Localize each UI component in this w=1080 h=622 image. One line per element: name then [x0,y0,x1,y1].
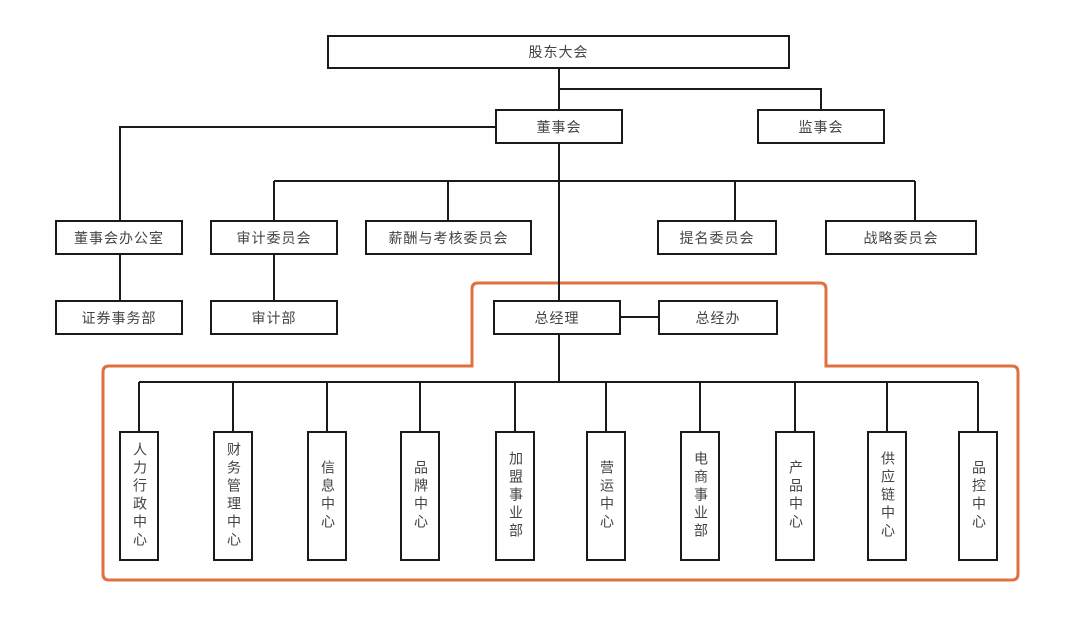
department-label: 营运中心 [598,460,614,532]
node-gm-office: 总经办 [658,300,778,335]
node-department: 电商事业部 [680,431,720,561]
node-department: 品控中心 [958,431,998,561]
node-department: 人力行政中心 [119,431,159,561]
node-department: 营运中心 [586,431,626,561]
department-label: 财务管理中心 [225,442,241,550]
department-label: 产品中心 [787,460,803,532]
node-board-office: 董事会办公室 [55,220,183,255]
node-nomination-committee: 提名委员会 [657,220,777,255]
management-highlight-outline [101,281,1020,582]
node-board: 董事会 [495,109,623,144]
node-securities-affairs-dept: 证券事务部 [55,300,183,335]
node-supervisory-board: 监事会 [757,109,885,144]
node-compensation-committee: 薪酬与考核委员会 [365,220,532,255]
node-general-manager: 总经理 [493,300,621,335]
node-department: 品牌中心 [400,431,440,561]
department-label: 供应链中心 [879,451,895,541]
department-label: 信息中心 [319,460,335,532]
node-department: 供应链中心 [867,431,907,561]
department-label: 电商事业部 [692,451,708,541]
node-department: 加盟事业部 [495,431,535,561]
node-department: 产品中心 [775,431,815,561]
node-audit-committee: 审计委员会 [210,220,338,255]
department-label: 品牌中心 [412,460,428,532]
department-label: 人力行政中心 [131,442,147,550]
node-audit-dept: 审计部 [210,300,338,335]
node-strategy-committee: 战略委员会 [825,220,977,255]
department-label: 品控中心 [970,460,986,532]
node-shareholders-meeting: 股东大会 [327,35,790,69]
edge-board-office [119,126,495,220]
node-department: 财务管理中心 [213,431,253,561]
node-department: 信息中心 [307,431,347,561]
department-label: 加盟事业部 [507,451,523,541]
edge-shareholders-supervisory [559,88,822,109]
